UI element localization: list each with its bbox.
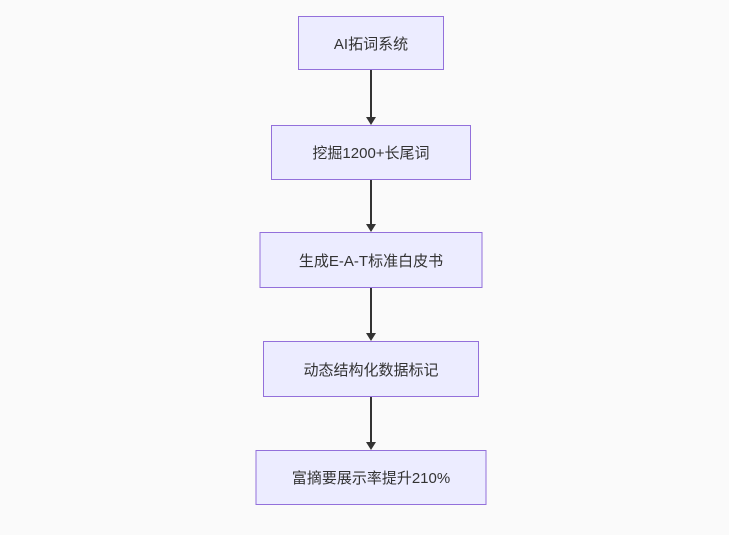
arrowhead-down-icon — [366, 224, 376, 232]
arrowhead-down-icon — [366, 333, 376, 341]
flowchart-node-eat-whitepaper: 生成E-A-T标准白皮书 — [259, 232, 483, 288]
flowchart-arrow-1 — [366, 70, 376, 125]
flowchart-node-longtail-mining: 挖掘1200+长尾词 — [271, 125, 471, 180]
flowchart-arrow-4 — [366, 397, 376, 450]
flowchart-arrow-2 — [366, 180, 376, 232]
arrowhead-down-icon — [366, 117, 376, 125]
flowchart-node-structured-data-markup: 动态结构化数据标记 — [263, 341, 479, 397]
arrow-line — [370, 70, 372, 119]
arrow-line — [370, 397, 372, 444]
arrow-line — [370, 288, 372, 335]
arrowhead-down-icon — [366, 442, 376, 450]
flowchart-node-ai-word-system: AI拓词系统 — [298, 16, 444, 70]
arrow-line — [370, 180, 372, 226]
flowchart-arrow-3 — [366, 288, 376, 341]
flowchart-node-rich-snippet-result: 富摘要展示率提升210% — [255, 450, 487, 505]
